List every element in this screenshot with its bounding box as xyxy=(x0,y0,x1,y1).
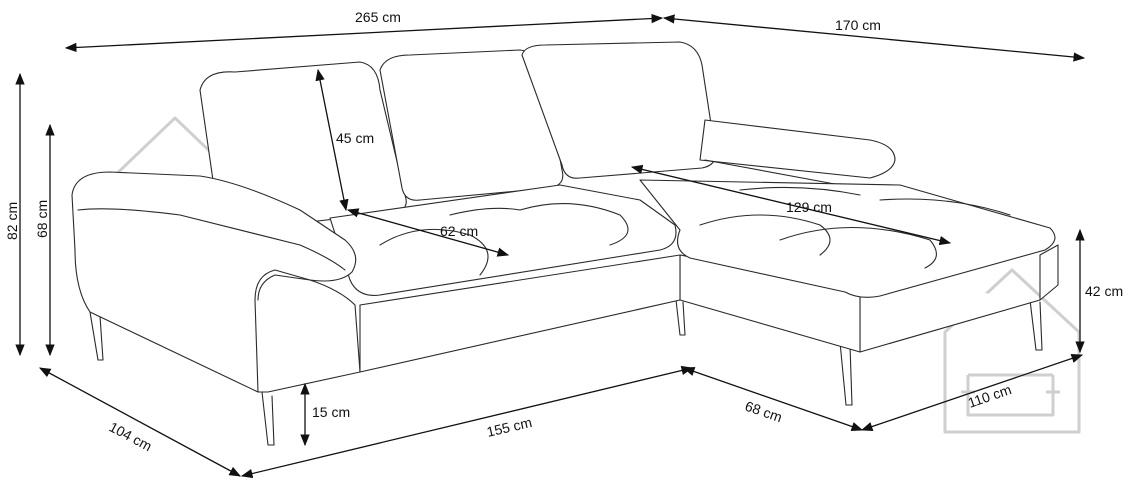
corner-sofa-drawing xyxy=(71,41,1059,446)
chaise-length-dimension-line xyxy=(630,164,952,246)
chaise-length-label: 129 cm xyxy=(786,199,832,215)
leg-height-label: 15 cm xyxy=(312,404,350,420)
chaise-inner-depth-dimension-line xyxy=(682,367,864,431)
chaise-width-dimension-line xyxy=(860,353,1084,432)
chaise-inner-depth-label: 68 cm xyxy=(743,398,784,426)
base-length-label: 155 cm xyxy=(485,414,533,440)
sofa-depth-dimension-line xyxy=(38,367,242,477)
seat-depth-label: 62 cm xyxy=(440,223,478,239)
chaise-depth-label: 170 cm xyxy=(835,17,881,33)
total-width-dimension-line xyxy=(64,13,664,53)
backrest-height-dimension-line xyxy=(315,68,349,212)
seat-height-label: 42 cm xyxy=(1085,283,1123,299)
chaise-depth-dimension-line xyxy=(662,14,1086,62)
sofa-depth-label: 104 cm xyxy=(107,419,155,455)
backrest-height-label: 45 cm xyxy=(336,130,374,146)
base-length-dimension-line xyxy=(240,365,694,479)
total-width-label: 265 cm xyxy=(355,9,401,25)
armrest-height-label: 68 cm xyxy=(34,200,50,238)
seat-depth-dimension-line xyxy=(346,208,510,257)
total-height-label: 82 cm xyxy=(4,202,20,240)
chaise-width-label: 110 cm xyxy=(966,381,1014,411)
